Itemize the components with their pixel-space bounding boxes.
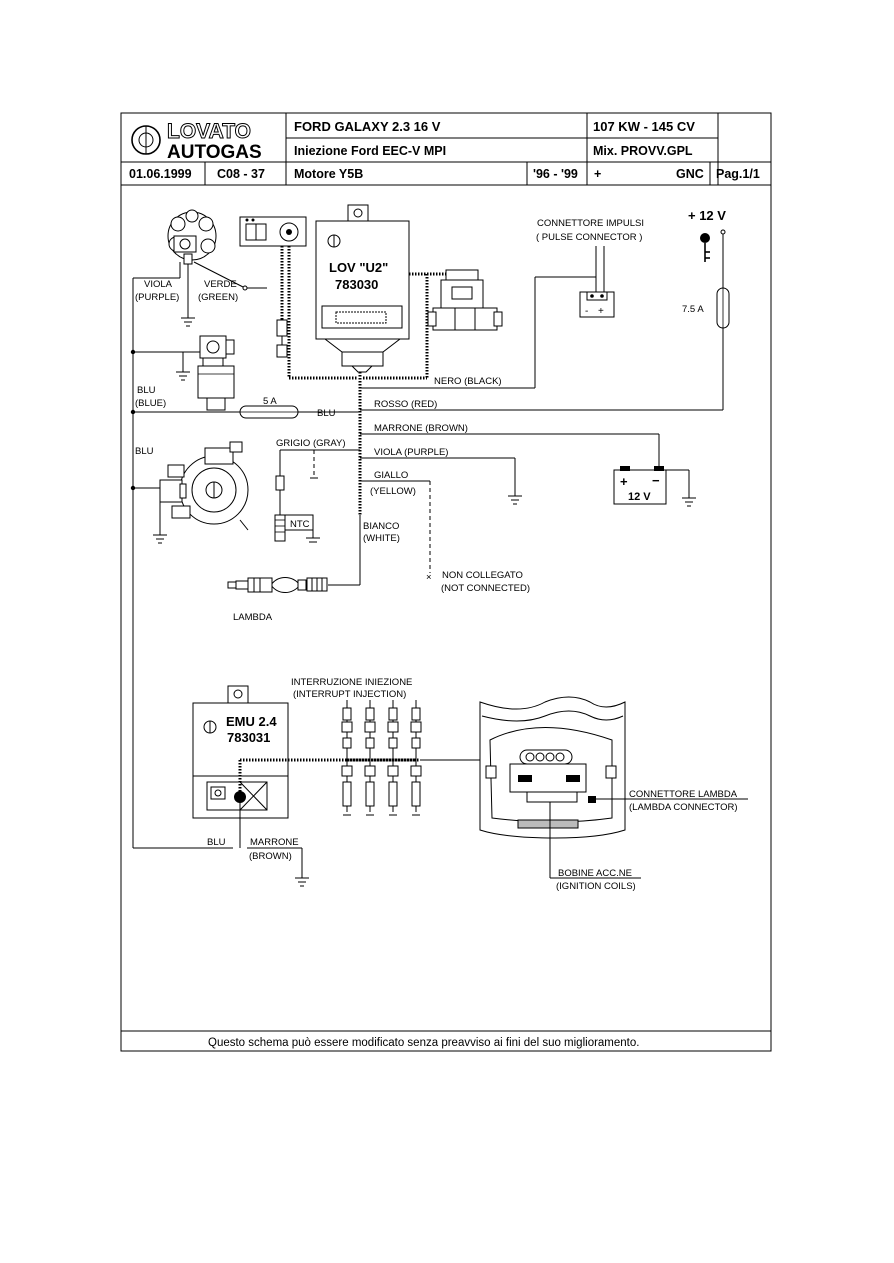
battery-voltage: 12 V — [628, 491, 651, 503]
page-number: Pag.1/1 — [716, 167, 760, 181]
marrone2-label: MARRONE — [250, 837, 299, 848]
coils-label: BOBINE ACC.NE — [558, 868, 632, 879]
green-label: (GREEN) — [198, 292, 238, 303]
svg-text:+: + — [598, 306, 604, 317]
footer-note: Questo schema può essere modificato senz… — [208, 1037, 639, 1049]
injector-connector-1 — [341, 700, 353, 812]
ntc-temperature-sensor: GRIGIO (GRAY) NTC — [274, 438, 360, 543]
fuse-5a-line: 5 A BLU — [133, 396, 360, 419]
battery-plus: + — [620, 474, 628, 489]
purple-wire-ground — [360, 457, 522, 505]
lov-code: 783030 — [335, 277, 378, 292]
switch-panel — [239, 216, 358, 380]
engine-power: 107 KW - 145 CV — [593, 119, 695, 134]
lambda-connector-label: CONNETTORE LAMBDA — [629, 789, 738, 800]
emu-harness — [133, 755, 506, 887]
battery: + − 12 V — [360, 433, 690, 505]
verde-label: VERDE — [204, 279, 237, 290]
model-years: '96 - '99 — [533, 167, 578, 181]
wire-yellow-label-en: (YELLOW) — [370, 486, 416, 497]
wire-black-label: NERO (BLACK) — [434, 376, 502, 387]
plus-sign: + — [594, 167, 601, 181]
interrupt-label-en: (INTERRUPT INJECTION) — [293, 689, 406, 700]
ignition-coil-module — [479, 696, 626, 839]
sheet-frame — [120, 112, 772, 1052]
sheet-date: 01.06.1999 — [129, 167, 192, 181]
gas-injector-distributor — [133, 209, 267, 327]
battery-minus: − — [652, 473, 660, 488]
lpg-solenoid — [133, 335, 235, 411]
brand-bottom: AUTOGAS — [167, 142, 262, 163]
coils-label-en: (IGNITION COILS) — [556, 881, 636, 892]
blu2-label: BLU — [135, 446, 154, 457]
fuse5-label: 5 A — [263, 396, 277, 407]
wire-white-label-en: (WHITE) — [363, 533, 400, 544]
lambda-sensor: LAMBDA — [227, 577, 360, 623]
blu3-label: BLU — [207, 837, 226, 848]
injection-type: Iniezione Ford EEC-V MPI — [294, 144, 446, 158]
emu-code: 783031 — [227, 730, 270, 745]
ntc-label: NTC — [290, 519, 310, 530]
injector-connector-2 — [364, 700, 376, 812]
pulse-label-en: ( PULSE CONNECTOR ) — [536, 232, 642, 243]
pulse-label-it: CONNETTORE IMPULSI — [537, 218, 644, 229]
vehicle-model: FORD GALAXY 2.3 16 V — [294, 119, 441, 134]
pulse-connector: CONNETTORE IMPULSI ( PULSE CONNECTOR ) -… — [360, 218, 644, 389]
gas-solenoid-valve — [363, 269, 503, 380]
emu-name: EMU 2.4 — [226, 714, 277, 729]
ignition-coils-callout: BOBINE ACC.NE (IGNITION COILS) — [549, 802, 641, 892]
lambda-connector-callout: CONNETTORE LAMBDA (LAMBDA CONNECTOR) — [596, 789, 748, 813]
injector-connector-3 — [387, 700, 399, 812]
reducer-vaporizer — [133, 441, 249, 544]
lambda-label: LAMBDA — [233, 612, 273, 623]
wire-gray-label: GRIGIO (GRAY) — [276, 438, 346, 449]
svg-text:-: - — [585, 306, 588, 317]
purple-label: (PURPLE) — [135, 292, 179, 303]
brown2-label: (BROWN) — [249, 851, 292, 862]
lambda-connector-label-en: (LAMBDA CONNECTOR) — [629, 802, 738, 813]
fuel-type: GNC — [676, 167, 704, 181]
ground-battery — [682, 497, 696, 507]
svg-text:×: × — [426, 572, 432, 583]
injector-connector-4 — [410, 700, 422, 812]
lov-name: LOV "U2" — [329, 260, 388, 275]
not-connected-label: NON COLLEGATO — [442, 570, 523, 581]
mixer-type: Mix. PROVV.GPL — [593, 144, 693, 158]
wire-red-label: ROSSO (RED) — [374, 399, 437, 410]
blu-wire-label: BLU — [317, 408, 336, 419]
wire-brown-label: MARRONE (BROWN) — [374, 423, 468, 434]
blue-label: (BLUE) — [135, 398, 166, 409]
injector-connectors — [341, 700, 422, 816]
wire-white-label: BIANCO — [363, 521, 399, 532]
ignition-key-feed: + 12 V 7.5 A — [360, 208, 730, 411]
fuse75-label: 7.5 A — [682, 304, 704, 315]
viola-label: VIOLA — [144, 279, 173, 290]
lovato-logo: LOVATO AUTOGAS — [131, 120, 262, 163]
not-connected-wire: × NON COLLEGATO (NOT CONNECTED) — [360, 480, 530, 594]
not-connected-label-en: (NOT CONNECTED) — [441, 583, 530, 594]
plus12-label: + 12 V — [688, 208, 726, 223]
brand-top: LOVATO — [167, 120, 251, 143]
engine-code: Motore Y5B — [294, 167, 363, 181]
blu-label: BLU — [137, 385, 156, 396]
interrupt-label: INTERRUZIONE INIEZIONE — [291, 677, 412, 688]
lov-u2-control-unit: LOV "U2" 783030 — [315, 204, 410, 373]
sheet-code: C08 - 37 — [217, 167, 265, 181]
wire-purple-label: VIOLA (PURPLE) — [374, 447, 448, 458]
wire-yellow-label: GIALLO — [374, 470, 408, 481]
